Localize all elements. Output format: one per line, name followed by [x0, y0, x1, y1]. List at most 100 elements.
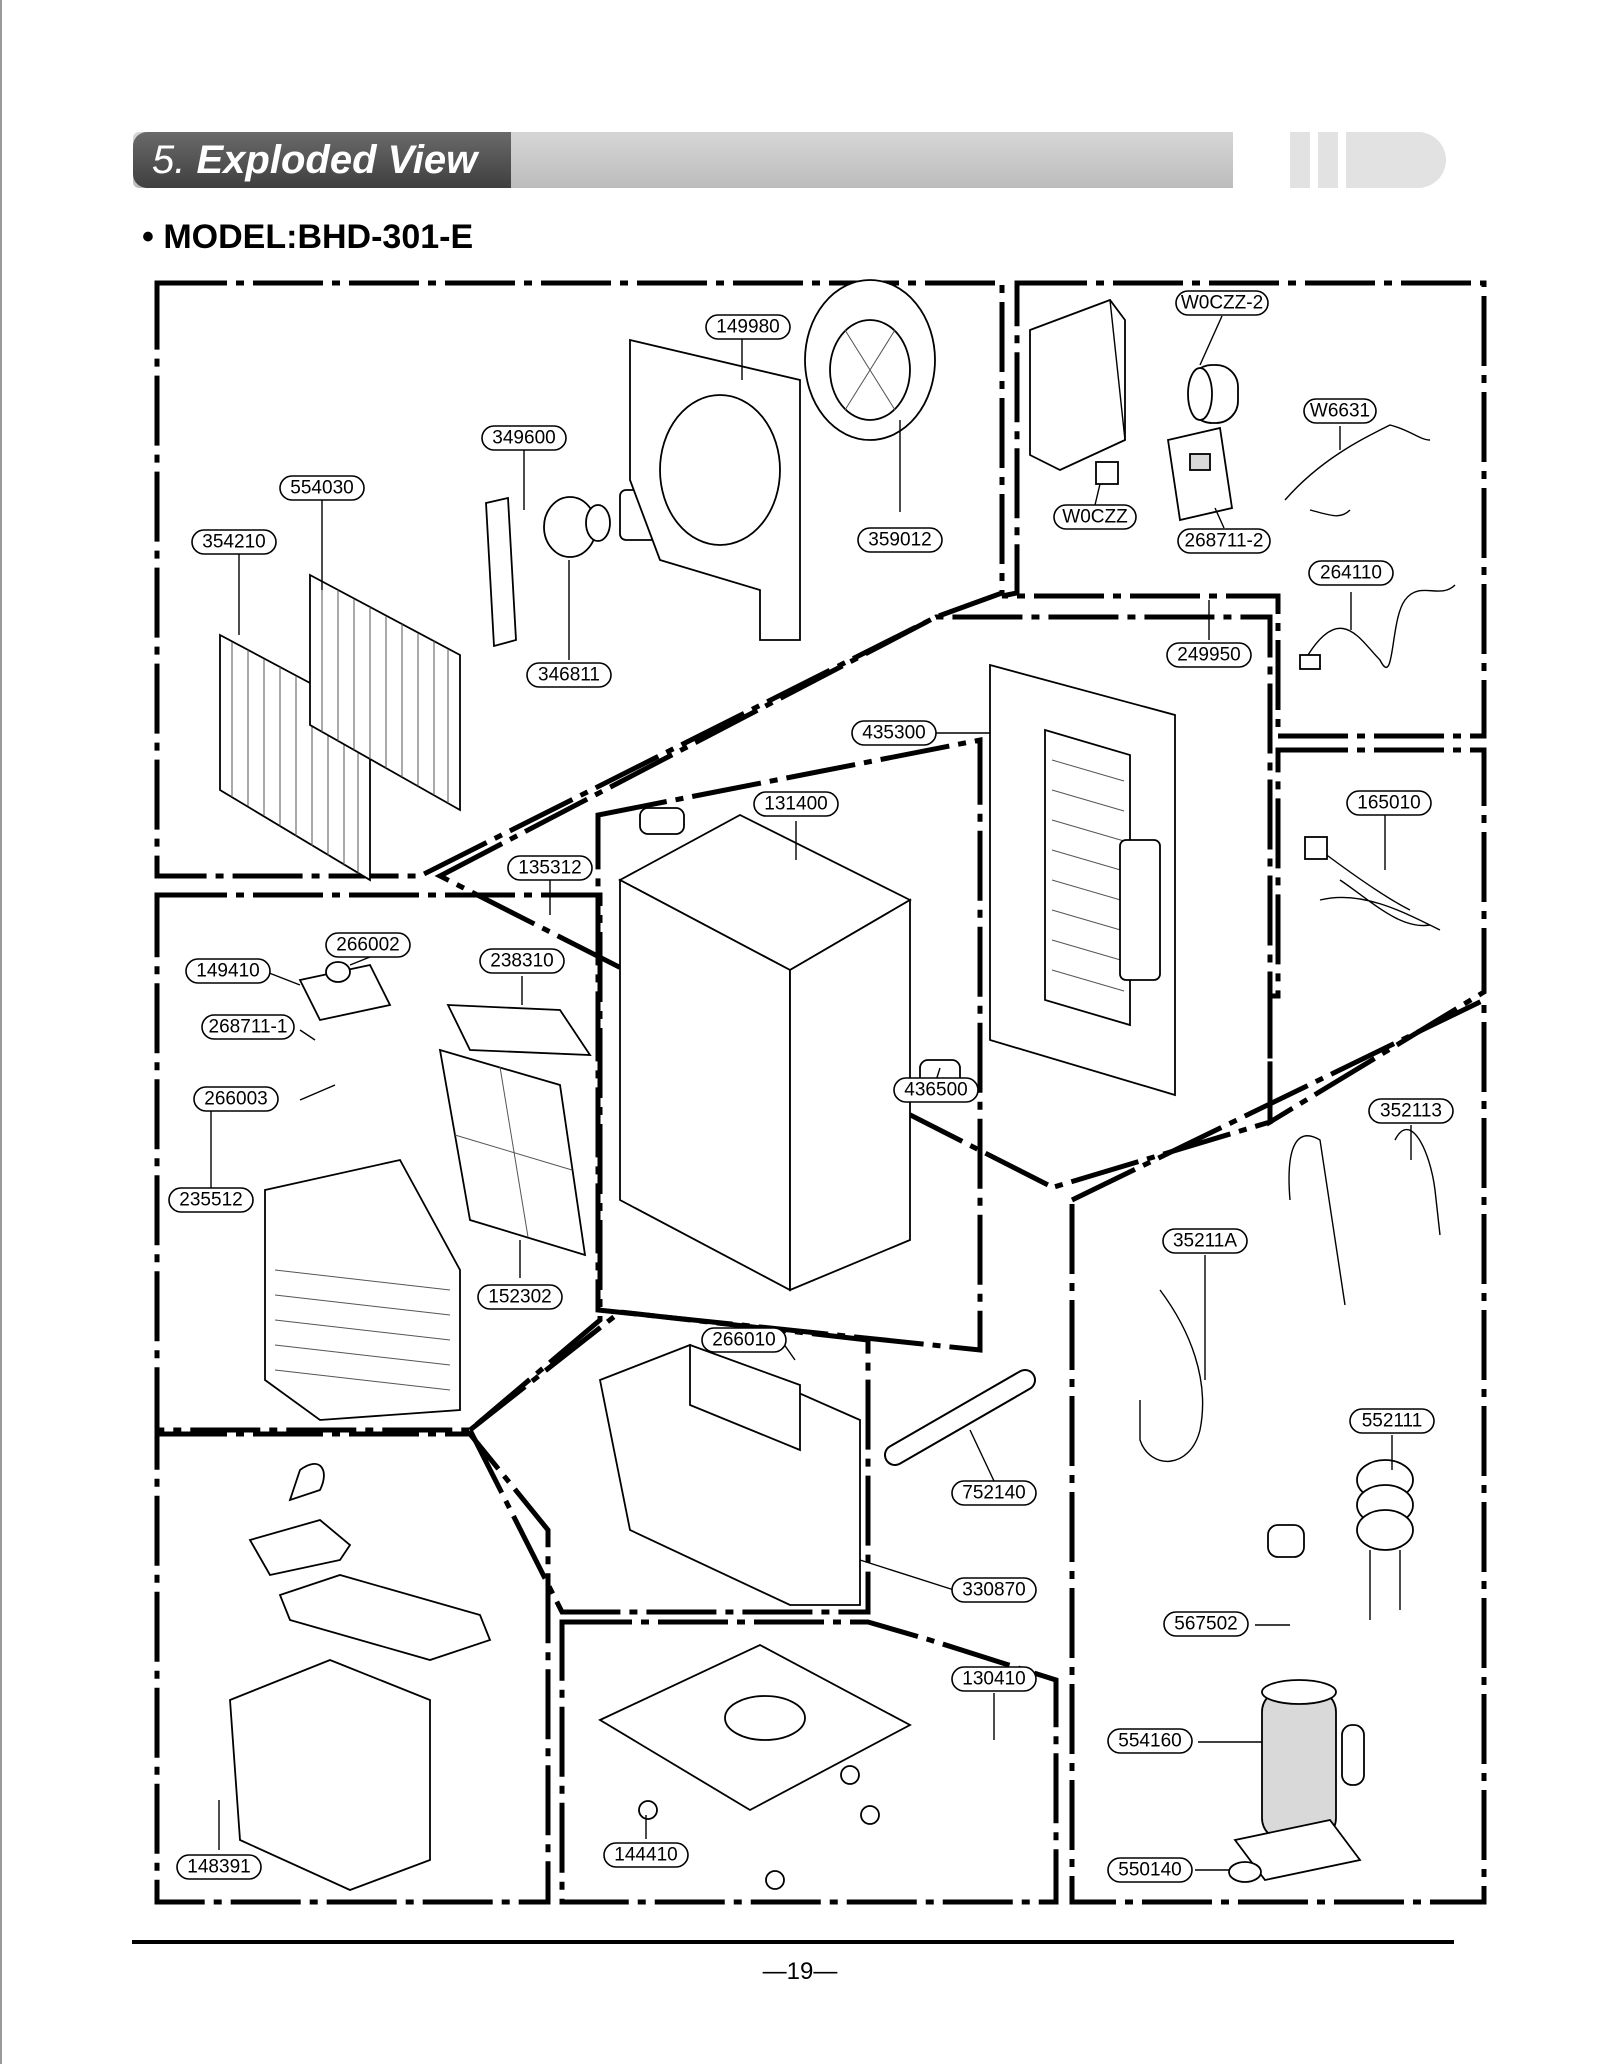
- svg-text:249950: 249950: [1177, 645, 1240, 666]
- part-label-w6631: W6631: [1303, 398, 1377, 424]
- svg-text:359012: 359012: [868, 530, 931, 551]
- frame-bucket: [154, 1431, 551, 1905]
- svg-text:354210: 354210: [202, 532, 265, 553]
- svg-text:266002: 266002: [336, 935, 399, 956]
- evaporator-coil-554030: [309, 573, 461, 812]
- capillary-552111: [1356, 1459, 1414, 1620]
- svg-text:152302: 152302: [488, 1287, 551, 1308]
- svg-text:165010: 165010: [1357, 793, 1420, 814]
- fan-housing-149980: [629, 338, 801, 641]
- part-label-346811: 346811: [526, 662, 612, 688]
- section-title: 5. Exploded View: [152, 134, 477, 186]
- svg-text:131400: 131400: [764, 794, 827, 815]
- part-label-238310: 238310: [479, 948, 565, 974]
- part-label-436500: 436500: [893, 1077, 979, 1103]
- svg-text:268711-2: 268711-2: [1185, 531, 1264, 552]
- pipe-352113: [1288, 1128, 1441, 1306]
- grommet-550140: [1228, 1861, 1262, 1883]
- drain-hose-752140: [884, 1369, 1036, 1466]
- frame-top-right: [1001, 280, 1487, 739]
- pipe-35211a: [1139, 1289, 1204, 1463]
- control-box-249950: [1029, 298, 1126, 471]
- part-label-352113: 352113: [1368, 1098, 1454, 1124]
- svg-text:554160: 554160: [1118, 1731, 1181, 1752]
- harness-w6631: [1284, 424, 1431, 517]
- section-number: 5.: [152, 138, 186, 182]
- svg-text:346811: 346811: [538, 665, 600, 686]
- svg-text:144410: 144410: [614, 1845, 677, 1866]
- svg-text:349600: 349600: [492, 428, 555, 449]
- part-label-35211a: 35211A: [1162, 1228, 1248, 1254]
- frame-base-plate: [559, 1619, 1059, 1905]
- sensor-holder-165010: [1304, 836, 1328, 860]
- section-title-text: Exploded View: [196, 138, 478, 182]
- part-label-149980: 149980: [705, 314, 791, 340]
- pcb-268711-2: [1166, 426, 1234, 522]
- frame-centre-back: [434, 614, 1273, 1193]
- front-grille-235512: [264, 1158, 461, 1421]
- svg-text:35211A: 35211A: [1173, 1231, 1237, 1252]
- part-label-552111: 552111: [1349, 1408, 1435, 1434]
- cabinet-131400: [618, 807, 961, 1292]
- part-label-165010: 165010: [1346, 790, 1432, 816]
- svg-text:330870: 330870: [962, 1580, 1025, 1601]
- part-label-249950: 249950: [1166, 642, 1252, 668]
- relay-w0czz: [1095, 461, 1119, 485]
- part-label-266010: 266010: [701, 1327, 787, 1353]
- part-label-266002: 266002: [325, 932, 411, 958]
- svg-text:W0CZZ-2: W0CZZ-2: [1181, 293, 1263, 314]
- svg-text:567502: 567502: [1174, 1614, 1237, 1635]
- part-label-349600: 349600: [481, 425, 567, 451]
- harness-264110: [1304, 584, 1456, 669]
- part-label-268711-1: 268711-1: [201, 1014, 295, 1040]
- part-label-266003: 266003: [193, 1086, 279, 1112]
- coil-567502: [1267, 1524, 1305, 1558]
- svg-text:235512: 235512: [179, 1190, 242, 1211]
- svg-text:266003: 266003: [204, 1089, 267, 1110]
- svg-text:266010: 266010: [712, 1330, 775, 1351]
- drain-pan-266010: [598, 1343, 861, 1606]
- page-number: —19—: [762, 1958, 838, 1985]
- control-panel-238310: [446, 1004, 592, 1056]
- svg-text:135312: 135312: [518, 858, 581, 879]
- part-label-567502: 567502: [1163, 1611, 1249, 1637]
- part-label-435300: 435300: [851, 720, 937, 746]
- part-label-359012: 359012: [857, 527, 943, 553]
- svg-text:148391: 148391: [187, 1857, 250, 1878]
- bucket-148391: [229, 1463, 492, 1891]
- svg-text:554030: 554030: [290, 478, 353, 499]
- part-labels: 149980 349600 554030 354210 359012 34681…: [168, 290, 1454, 1883]
- part-label-149410: 149410: [185, 958, 271, 984]
- part-label-152302: 152302: [477, 1284, 563, 1310]
- part-label-554160: 554160: [1107, 1728, 1193, 1754]
- part-label-144410: 144410: [603, 1842, 689, 1868]
- svg-text:130410: 130410: [962, 1669, 1025, 1690]
- svg-text:264110: 264110: [1320, 563, 1382, 584]
- part-label-550140: 550140: [1107, 1857, 1193, 1883]
- part-label-554030: 554030: [279, 475, 365, 501]
- part-label-130410: 130410: [951, 1666, 1037, 1692]
- svg-text:149980: 149980: [716, 317, 779, 338]
- svg-text:550140: 550140: [1118, 1860, 1181, 1881]
- svg-text:352113: 352113: [1380, 1101, 1442, 1122]
- capacitor-w0czz-2: [1187, 364, 1239, 424]
- footer-rule: [132, 1940, 1454, 1944]
- frame-drain-base: [466, 1309, 871, 1615]
- rear-panel-435300: [989, 663, 1176, 1097]
- part-label-268711-2: 268711-2: [1177, 528, 1271, 554]
- motor-bracket-349600: [485, 496, 517, 648]
- part-label-354210: 354210: [191, 529, 277, 555]
- svg-text:268711-1: 268711-1: [209, 1017, 288, 1038]
- part-label-330870: 330870: [951, 1577, 1037, 1603]
- part-label-148391: 148391: [176, 1854, 262, 1880]
- svg-text:752140: 752140: [962, 1483, 1025, 1504]
- svg-text:238310: 238310: [490, 951, 553, 972]
- part-label-131400: 131400: [753, 791, 839, 817]
- plug-264110: [1299, 654, 1321, 670]
- compressor-554160: [1233, 1679, 1365, 1881]
- base-plate-130410: [598, 1643, 912, 1812]
- page-edge: [0, 0, 2, 2064]
- frame-top-left: [154, 280, 1005, 879]
